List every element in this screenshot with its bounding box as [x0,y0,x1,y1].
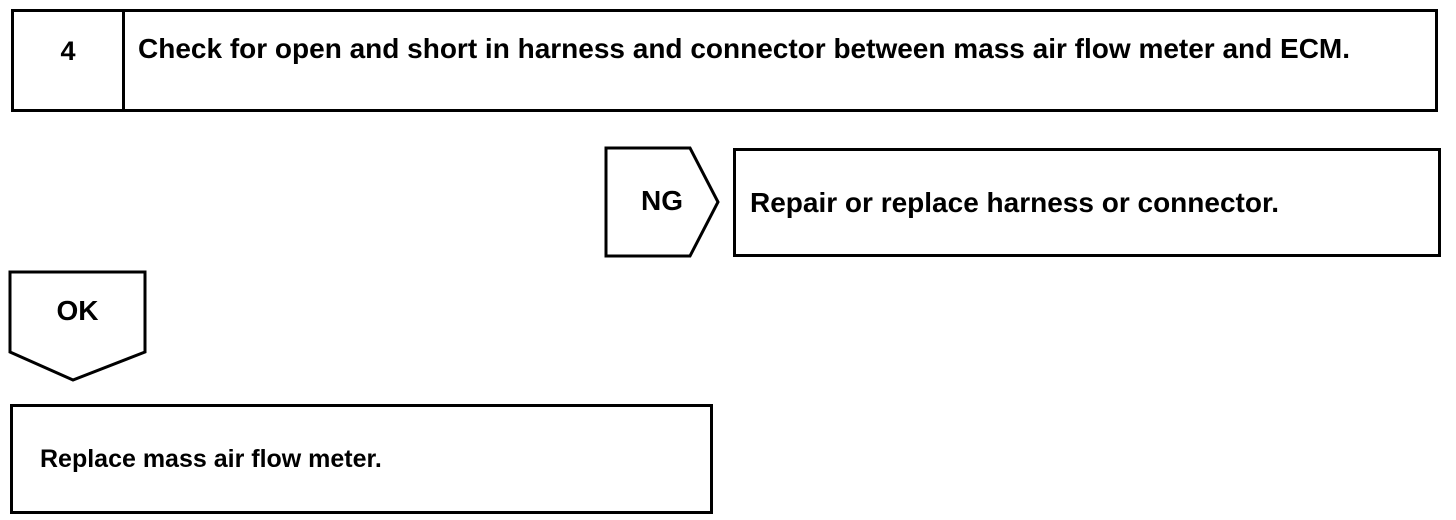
ng-arrow-shape [604,146,720,258]
check-step-box: 4 Check for open and short in harness an… [11,9,1438,112]
step-number: 4 [14,12,125,109]
ok-arrow-shape [8,270,147,382]
ng-label: NG [641,185,683,216]
ng-result-box: Repair or replace harness or connector. [733,148,1441,257]
ok-label: OK [56,295,99,326]
ok-result-box: Replace mass air flow meter. [10,404,713,514]
step-instruction: Check for open and short in harness and … [138,33,1351,64]
